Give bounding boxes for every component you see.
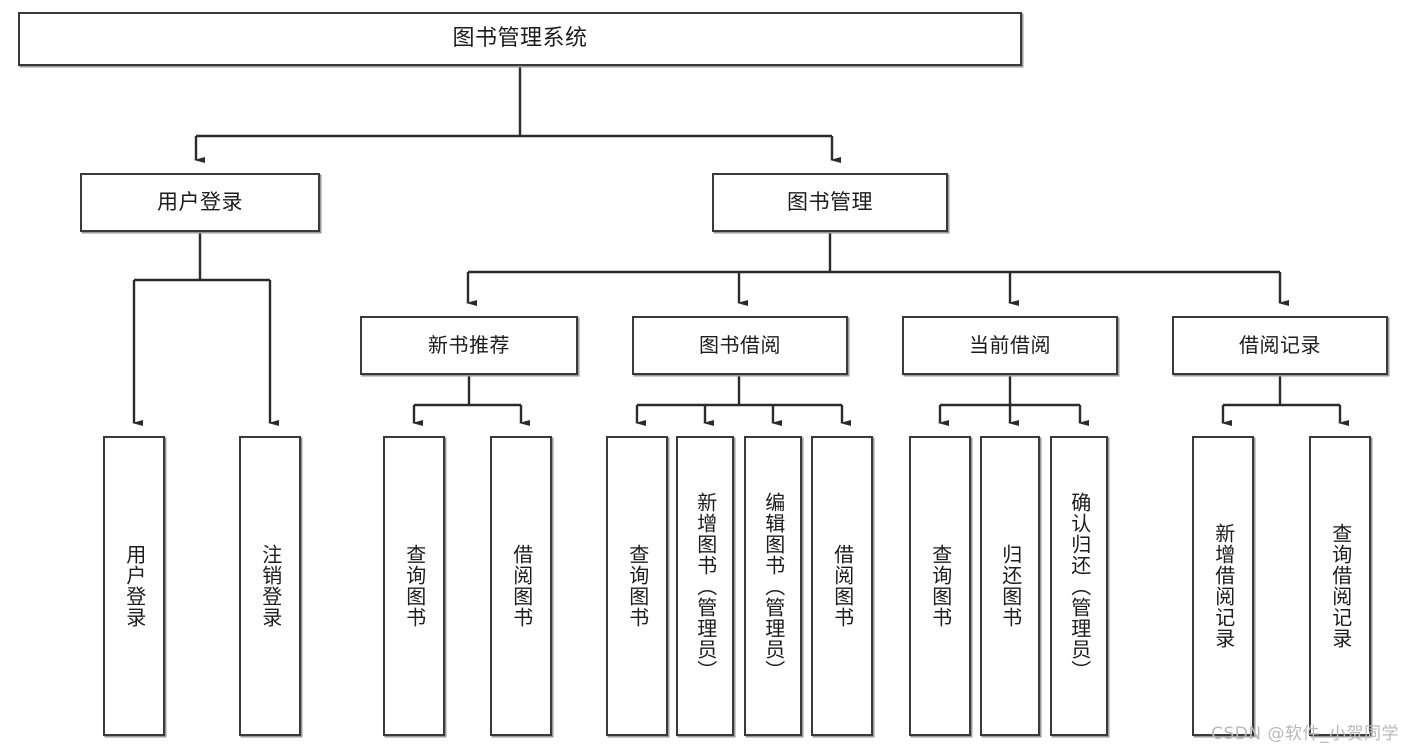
node-leaf-new-book-query-book[interactable]: 查询图书 [383,436,445,736]
node-book-management-label: 图书管理 [787,190,873,215]
node-root-book-management-system[interactable]: 图书管理系统 [18,12,1022,66]
node-borrow-record-label: 借阅记录 [1239,333,1321,357]
node-leaf-book-borrow-edit-book-admin[interactable]: 编辑图书（管理员） [744,436,802,736]
node-leaf-label: 查询图书 [625,544,650,628]
node-user-login[interactable]: 用户登录 [80,173,320,232]
node-leaf-current-borrow-query-book[interactable]: 查询图书 [909,436,971,736]
node-user-login-label: 用户登录 [157,190,243,215]
node-leaf-label: 查询借阅记录 [1328,523,1353,649]
node-leaf-label: 编辑图书（管理员） [761,491,786,681]
node-leaf-label: 新增图书（管理员） [693,491,718,681]
node-leaf-label: 借阅图书 [830,544,855,628]
node-leaf-book-borrow-borrow-book[interactable]: 借阅图书 [811,436,873,736]
node-leaf-current-borrow-confirm-return-admin[interactable]: 确认归还（管理员） [1050,436,1108,736]
node-new-book-recommend[interactable]: 新书推荐 [360,316,578,375]
node-book-management[interactable]: 图书管理 [712,173,948,232]
node-leaf-label: 确认归还（管理员） [1067,491,1092,681]
node-leaf-user-login-logout[interactable]: 注销登录 [239,436,301,736]
node-current-borrow-label: 当前借阅 [969,333,1051,357]
node-leaf-label: 查询图书 [402,544,427,628]
node-leaf-current-borrow-return-book[interactable]: 归还图书 [980,436,1040,736]
node-leaf-label: 归还图书 [998,544,1023,628]
node-new-book-recommend-label: 新书推荐 [428,333,510,357]
csdn-watermark: CSDN @软件_小贺同学 [1211,724,1399,744]
node-leaf-user-login-login[interactable]: 用户登录 [103,436,165,736]
node-leaf-label: 借阅图书 [509,544,534,628]
node-leaf-label: 新增借阅记录 [1211,523,1236,649]
node-leaf-borrow-record-query-record[interactable]: 查询借阅记录 [1309,436,1371,736]
node-book-borrow-label: 图书借阅 [699,333,781,357]
node-leaf-label: 注销登录 [258,544,283,628]
node-current-borrow[interactable]: 当前借阅 [902,316,1118,375]
node-borrow-record[interactable]: 借阅记录 [1172,316,1388,375]
node-leaf-label: 查询图书 [928,544,953,628]
node-root-label: 图书管理系统 [452,26,588,52]
node-book-borrow[interactable]: 图书借阅 [632,316,848,375]
node-leaf-borrow-record-add-record[interactable]: 新增借阅记录 [1192,436,1254,736]
node-leaf-label: 用户登录 [122,544,147,628]
node-leaf-book-borrow-add-book-admin[interactable]: 新增图书（管理员） [676,436,734,736]
node-leaf-new-book-borrow-book[interactable]: 借阅图书 [490,436,552,736]
node-leaf-book-borrow-query-book[interactable]: 查询图书 [606,436,668,736]
